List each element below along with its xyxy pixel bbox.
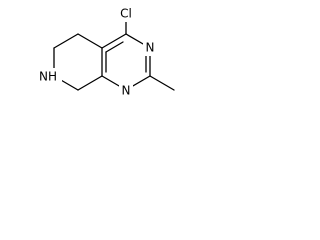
- bond-c4a-c4: [101, 33, 127, 49]
- bond-c2-methyl: [149, 75, 175, 91]
- pyrimidine-nitrogen-top-label: N: [146, 41, 155, 55]
- atom-labels: Cl N N NH: [38, 6, 157, 98]
- chlorine-label: Cl: [120, 7, 132, 21]
- bond-c5-c6: [53, 33, 79, 49]
- chemical-structure-diagram: Cl N N NH: [38, 6, 175, 98]
- bond-c4a-c5: [77, 33, 103, 49]
- piperidine-nitrogen-label: NH: [39, 70, 57, 84]
- pyrimidine-nitrogen-bottom-label: N: [122, 84, 131, 98]
- bond-c4a-c4-inner: [105, 41, 124, 53]
- bond-c8-c8a: [77, 75, 103, 91]
